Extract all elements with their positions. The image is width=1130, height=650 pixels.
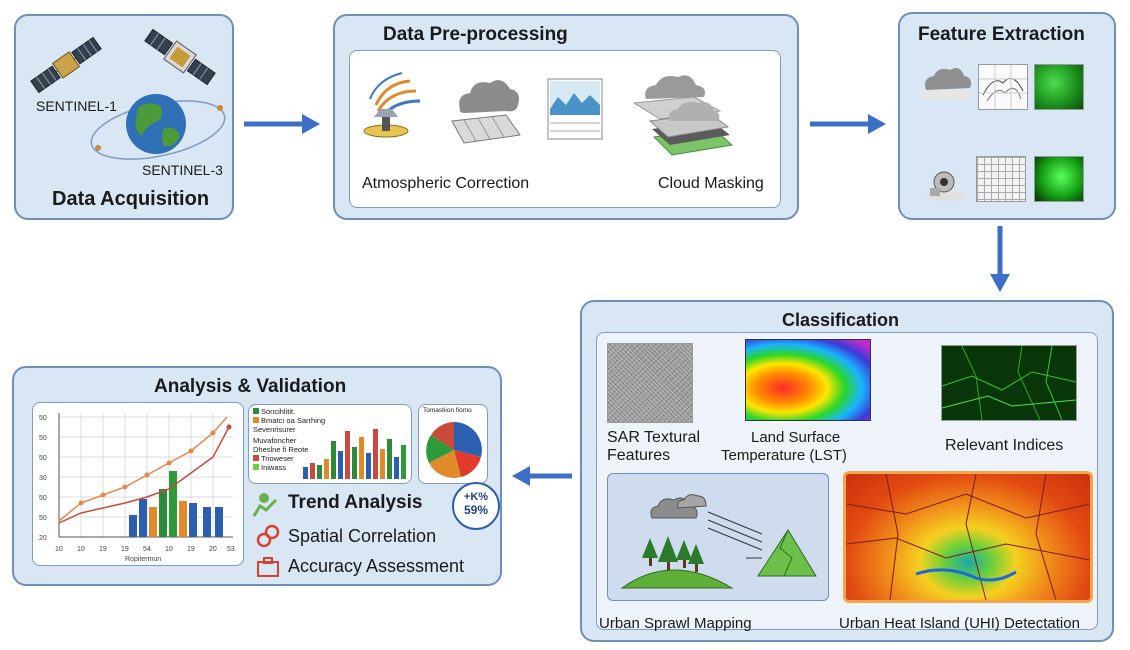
- svg-text:53: 53: [227, 546, 235, 553]
- svg-text:20: 20: [209, 546, 217, 553]
- lst-label-line1: Land Surface: [751, 429, 841, 446]
- mini-pie-title: Tomastiion fiomo: [423, 407, 472, 414]
- atmospheric-correction-label: Atmospheric Correction: [362, 175, 530, 192]
- flow-arrow-left: [512, 466, 572, 486]
- legend-item: Soncihlitit.: [253, 407, 333, 416]
- svg-text:50: 50: [39, 415, 47, 422]
- svg-text:50: 50: [39, 435, 47, 442]
- green-glow-thumbnail: [1034, 156, 1084, 202]
- svg-text:10: 10: [77, 546, 85, 553]
- classification-panel: Classification SAR Textural Features Lan…: [580, 300, 1114, 642]
- legend-item: Muvafoncher: [253, 436, 297, 445]
- urban-sprawl-panel: [607, 473, 829, 601]
- sensor-icon: [926, 171, 966, 201]
- badge-line2: 59%: [463, 503, 489, 517]
- water-profile-icon: [547, 78, 603, 140]
- svg-text:10: 10: [55, 546, 63, 553]
- analysis-validation-title: Analysis & Validation: [154, 376, 347, 397]
- contour-map-thumbnail: [978, 64, 1028, 110]
- svg-text:10: 10: [165, 546, 173, 553]
- sentinel-3-label: SENTINEL-3: [142, 162, 223, 178]
- chart-x-label: Ropitermun: [125, 556, 161, 563]
- satellite-icon: [144, 28, 216, 86]
- sar-features-label-line1: SAR Textural: [607, 429, 701, 446]
- flow-arrow-down: [990, 226, 1010, 292]
- percentage-badge: +K% 59%: [452, 482, 500, 530]
- urban-sprawl-label: Urban Sprawl Mapping: [599, 615, 752, 632]
- grid-thumbnail: [976, 156, 1026, 202]
- uhi-detection-label: Urban Heat Island (UHI) Detectation: [839, 615, 1080, 632]
- svg-text:50: 50: [39, 455, 47, 462]
- legend-item: Sevenrisurer: [253, 425, 296, 434]
- svg-text:54: 54: [143, 546, 151, 553]
- trend-analysis-icon: [252, 493, 278, 517]
- trend-chart: 50 50 50 30 50 50 20 10 10 19 19 54 10 19 20 53 Rop…: [32, 402, 244, 566]
- trend-chart-svg: 50 50 50 30 50 50 20 10 10 19 19 54 10 19 20 53 Rop…: [39, 413, 235, 563]
- accuracy-assessment-label: Accuracy Assessment: [288, 556, 465, 576]
- classification-title: Classification: [782, 310, 900, 330]
- legend-item: Trioweser: [253, 454, 333, 463]
- legend-item: Dheslne fi Reote: [253, 445, 309, 454]
- lst-heatmap-thumbnail: [745, 339, 871, 421]
- satellite-icon: [30, 36, 102, 94]
- legend-item: Bmatcı oa Sarrhing: [253, 416, 333, 425]
- svg-text:19: 19: [187, 546, 195, 553]
- relevant-indices-label: Relevant Indices: [945, 437, 1064, 454]
- analysis-validation-panel: Analysis & Validation 50 50 50 30 50 50 20 10…: [12, 366, 502, 586]
- legend-list: Soncihlitit. Bmatcı oa Sarrhing Sevenris…: [253, 407, 333, 472]
- svg-text:19: 19: [121, 546, 129, 553]
- sar-features-label-line2: Features: [607, 447, 671, 464]
- sprawl-landscape-icon: [620, 494, 817, 589]
- svg-text:50: 50: [39, 495, 47, 502]
- lst-label-line2: Temperature (LST): [721, 447, 847, 464]
- preprocessing-content: Atmospheric Correction Cloud Masking: [349, 50, 781, 208]
- uhi-heatmap-thumbnail: [843, 471, 1093, 603]
- sar-texture-thumbnail: [607, 343, 693, 423]
- data-preprocessing-panel: Data Pre-processing: [333, 14, 799, 220]
- earth-orbit-icon: [90, 94, 226, 160]
- data-acquisition-panel: SENTINEL-1 SENTINEL-3 Data Acquisition: [14, 14, 234, 220]
- badge-line1: +K%: [463, 491, 489, 503]
- antenna-icon: [363, 72, 421, 138]
- cloud-masking-label: Cloud Masking: [658, 175, 764, 192]
- data-preprocessing-title: Data Pre-processing: [383, 24, 568, 45]
- feature-extraction-panel: Feature Extraction: [898, 12, 1116, 220]
- flow-arrow: [810, 114, 886, 134]
- cloud-layers-icon: [632, 75, 734, 156]
- flow-arrow: [244, 114, 320, 134]
- legend-item: Iniwass: [253, 463, 333, 472]
- cloud-over-grid-icon: [451, 80, 521, 144]
- green-texture-thumbnail: [1034, 64, 1084, 110]
- indices-map-thumbnail: [941, 345, 1077, 421]
- svg-text:50: 50: [39, 515, 47, 522]
- spatial-correlation-label: Spatial Correlation: [288, 526, 437, 546]
- data-acquisition-title: Data Acquisition: [52, 188, 210, 210]
- legend-bar-chart: Soncihlitit. Bmatcı oa Sarrhing Sevenris…: [248, 404, 412, 484]
- cloud-thumbnail-icon: [920, 68, 972, 100]
- mini-bar-chart: [303, 429, 406, 479]
- svg-text:19: 19: [99, 546, 107, 553]
- feature-extraction-title: Feature Extraction: [918, 24, 1085, 45]
- svg-text:20: 20: [39, 535, 47, 542]
- svg-text:30: 30: [39, 475, 47, 482]
- classification-content: SAR Textural Features Land Surface Tempe…: [596, 332, 1098, 632]
- sentinel-1-label: SENTINEL-1: [36, 98, 117, 114]
- accuracy-assessment-icon: [257, 557, 279, 577]
- trend-analysis-label: Trend Analysis: [288, 492, 423, 513]
- spatial-correlation-icon: [256, 524, 280, 548]
- mini-pie-chart: Tomastiion fiomo: [418, 404, 488, 484]
